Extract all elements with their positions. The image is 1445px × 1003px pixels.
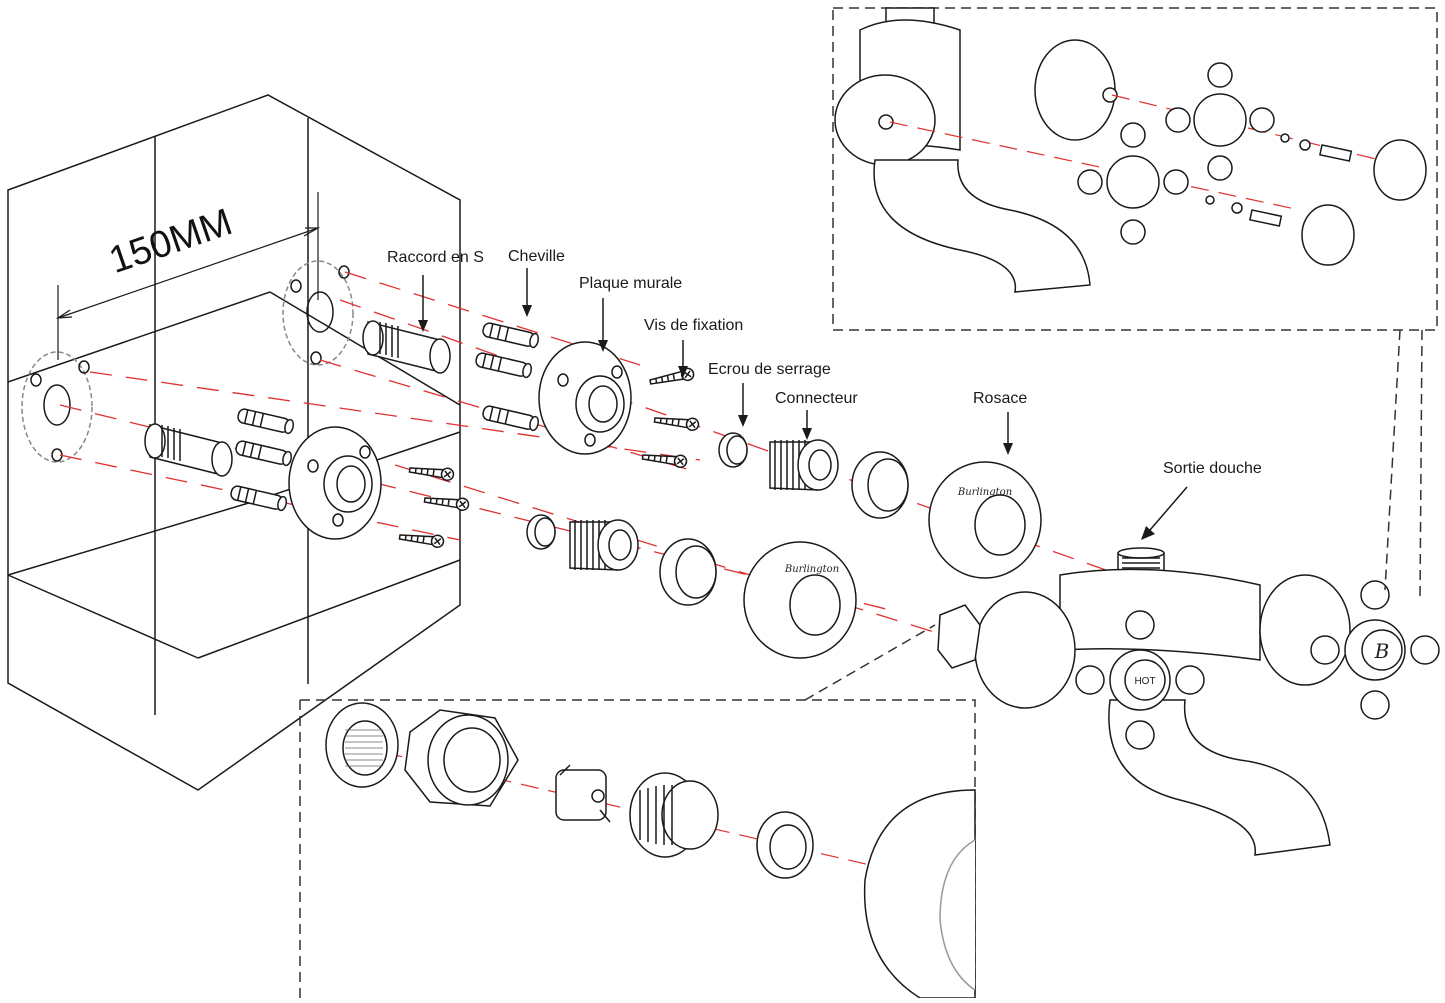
label-ecrou: Ecrou de serrage [708,361,831,378]
cross-handle-right: B [1310,580,1440,720]
connector-lower [569,519,639,571]
dimension-line [55,192,321,360]
wall [7,94,461,791]
label-vis: Vis de fixation [644,317,744,334]
rosace-lower: Burlington [743,541,857,659]
s-union-upper [362,320,451,374]
clamp-nuts [526,432,748,550]
fixing-screws [398,367,700,549]
rosace-brand-upper: Burlington [957,487,1012,498]
wall-plate-upper [538,341,632,455]
label-connecteur: Connecteur [775,390,858,407]
hot-label-left: HOT [1134,676,1155,687]
label-cheville: Cheville [508,248,565,265]
s-union-lower [144,423,233,477]
wall-hole-left [21,351,93,463]
sleeves [659,451,909,606]
wall-plate-lower [288,426,382,540]
label-arrows [418,268,1188,540]
brand-initial-right: B [1374,639,1390,663]
detail-leaders [804,329,1423,701]
rosace-upper: Burlington [928,461,1042,579]
label-sortie: Sortie douche [1163,460,1262,477]
label-rosace: Rosace [973,390,1028,407]
detail-box-top [832,7,1438,331]
label-raccord: Raccord en S [387,249,484,266]
cross-handle-left: HOT [1075,610,1205,750]
label-plaque: Plaque murale [579,275,683,292]
mixer-body [937,547,1351,856]
wall-plugs [230,322,540,512]
detail-box-bottom [299,699,976,999]
connector-upper [769,439,839,491]
rosace-brand-lower: Burlington [784,564,839,575]
wall-hole-right [282,260,354,366]
